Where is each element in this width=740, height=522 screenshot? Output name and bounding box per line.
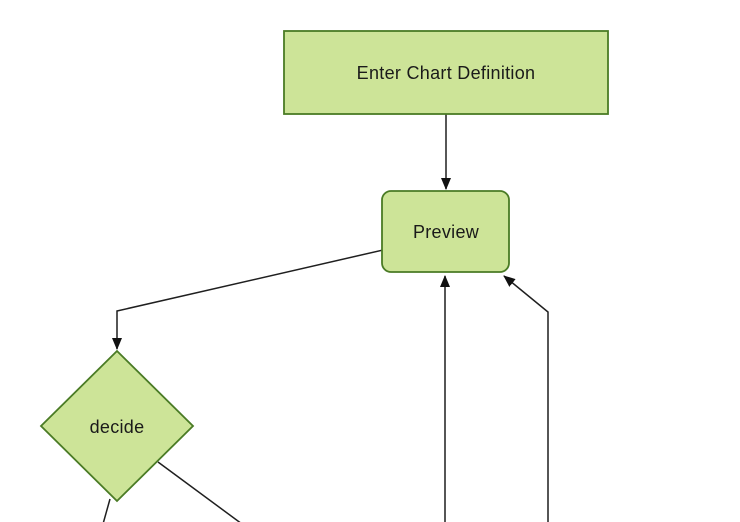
edge-decide-to-offscreen-left xyxy=(102,498,111,522)
node-enter-chart-definition xyxy=(283,30,609,115)
node-decide-label: decide xyxy=(90,417,145,437)
node-decide xyxy=(39,349,195,503)
edge-decide-to-offscreen-right xyxy=(157,461,241,522)
node-enter-chart-definition-label: Enter Chart Definition xyxy=(357,63,536,83)
node-preview-label: Preview xyxy=(413,222,480,242)
node-preview xyxy=(381,190,510,273)
edge-preview-to-decide xyxy=(112,249,384,350)
edge-bottom-right-to-preview xyxy=(503,275,549,522)
